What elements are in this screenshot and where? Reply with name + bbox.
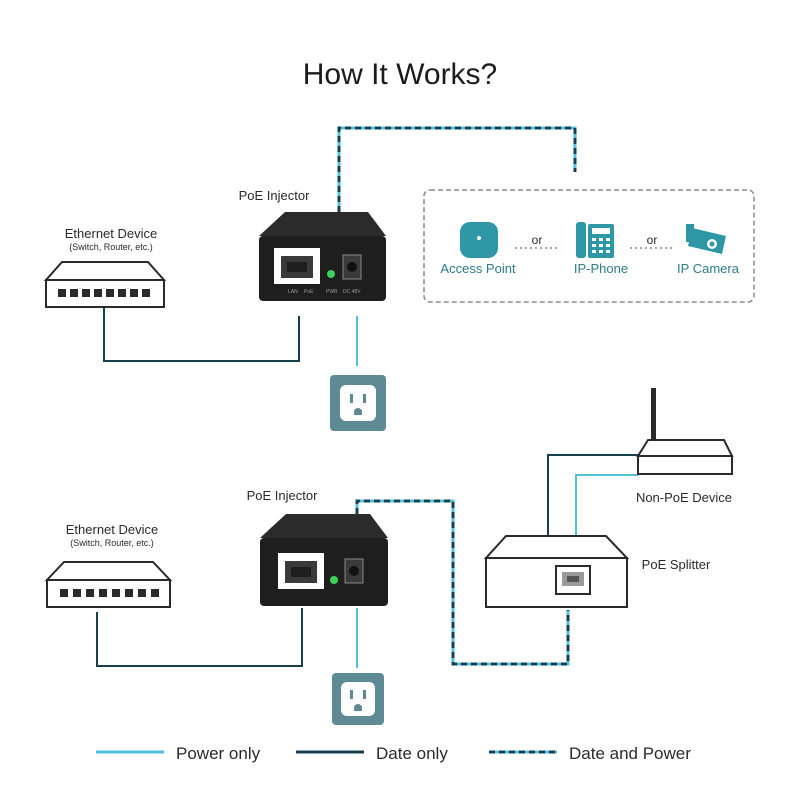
bottom-ethernet-sublabel: (Switch, Router, etc.): [70, 538, 154, 548]
top-poe-injector: LAN PoE PWR DC 48V: [259, 212, 386, 301]
top-injector-label: PoE Injector: [239, 188, 310, 203]
top-data-power-line: [337, 126, 577, 212]
bottom-data-line: [96, 608, 303, 667]
ip-phone-icon: [576, 222, 614, 258]
legend-date-only: Date only: [376, 744, 448, 763]
top-power-outlet: [330, 375, 386, 431]
or-label-1: or: [532, 233, 543, 247]
top-ethernet-sublabel: (Switch, Router, etc.): [69, 242, 153, 252]
poe-splitter: [483, 535, 630, 608]
bottom-injector-label: PoE Injector: [247, 488, 318, 503]
poe-device-box: [423, 189, 755, 303]
svg-text:DC 48V: DC 48V: [343, 289, 361, 295]
bottom-data-power-line: [355, 499, 570, 666]
ip-camera-icon: [686, 224, 726, 254]
or-label-2: or: [647, 233, 658, 247]
access-point-icon: [460, 222, 498, 258]
non-poe-device: [636, 388, 734, 475]
splitter-power-line: [575, 474, 638, 536]
non-poe-device-label: Non-PoE Device: [636, 490, 732, 505]
legend: Power only Date only Date and Power: [96, 744, 691, 763]
access-point-label: Access Point: [440, 261, 516, 276]
top-data-line: [103, 308, 300, 362]
bottom-poe-injector: [260, 514, 388, 606]
bottom-power-outlet: [332, 673, 384, 725]
top-ethernet-device: [43, 261, 167, 308]
ip-phone-label: IP-Phone: [574, 261, 628, 276]
poe-splitter-label: PoE Splitter: [642, 557, 711, 572]
legend-power-only: Power only: [176, 744, 261, 763]
legend-date-and-power: Date and Power: [569, 744, 691, 763]
bottom-ethernet-label: Ethernet Device: [66, 522, 159, 537]
bottom-ethernet-device: [44, 561, 173, 608]
splitter-data-line: [547, 454, 638, 536]
svg-text:LAN: LAN: [288, 289, 298, 295]
svg-text:PoE: PoE: [304, 289, 314, 295]
ip-camera-label: IP Camera: [677, 261, 740, 276]
svg-text:PWR: PWR: [326, 289, 338, 295]
page-title: How It Works?: [303, 58, 498, 91]
top-ethernet-label: Ethernet Device: [65, 226, 158, 241]
